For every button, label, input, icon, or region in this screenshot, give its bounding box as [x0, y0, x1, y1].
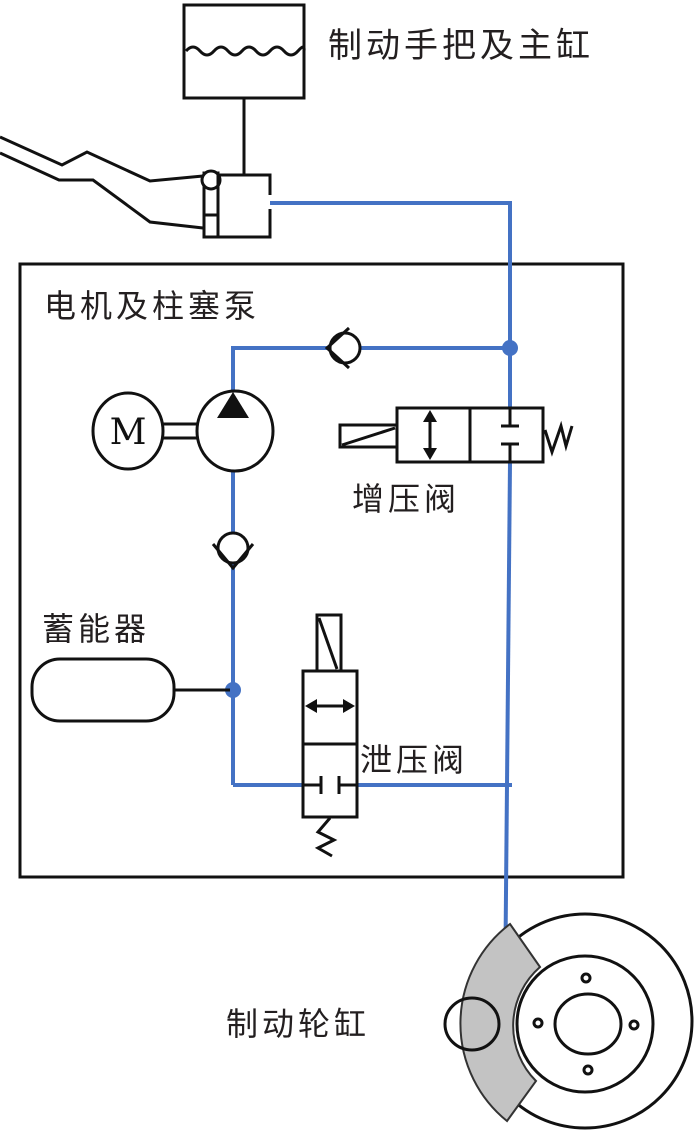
brake-lever	[0, 135, 204, 230]
check-valve-inlet	[211, 531, 255, 571]
accumulator	[30, 657, 230, 723]
bolt-hole	[582, 1064, 594, 1076]
master-cylinder	[200, 169, 272, 239]
junction-dot-accumulator	[225, 682, 241, 698]
motor: M	[91, 391, 165, 471]
hydraulic-lines	[231, 201, 512, 1001]
plunger-pump	[195, 389, 275, 473]
motor-pump-housing	[18, 262, 625, 879]
label-relief-valve: 泄压阀	[360, 741, 468, 779]
bolt-hole	[628, 1019, 640, 1031]
label-master-cylinder: 制动手把及主缸	[328, 26, 594, 66]
label-boost-valve: 增压阀	[352, 480, 460, 518]
boost-valve-spring	[543, 420, 574, 457]
label-motor-pump-unit: 电机及柱塞泵	[44, 287, 260, 325]
caliper-piston	[443, 996, 501, 1052]
pipe-pump-outlet	[231, 346, 510, 390]
reservoir	[182, 3, 306, 100]
boost-valve	[338, 406, 574, 464]
brake-caliper	[443, 922, 542, 1123]
bolt-hole	[532, 1017, 544, 1029]
lever-pivot	[200, 169, 222, 191]
bolt-hole	[580, 972, 592, 984]
relief-valve-spring	[314, 817, 338, 858]
motor-shaft	[163, 422, 197, 440]
label-accumulator: 蓄能器	[42, 610, 150, 648]
fluid-level-wave	[184, 45, 306, 57]
motor-symbol: M	[110, 412, 147, 453]
label-wheel-cylinder: 制动轮缸	[226, 1005, 370, 1043]
pipe-boost-valve-to-wheel	[503, 461, 512, 1001]
pump-direction-triangle	[217, 392, 249, 418]
relief-valve	[301, 613, 359, 858]
junction-dot-upper	[502, 340, 518, 356]
check-valve-outlet	[324, 326, 362, 370]
pipe-master-to-junction	[270, 201, 512, 348]
